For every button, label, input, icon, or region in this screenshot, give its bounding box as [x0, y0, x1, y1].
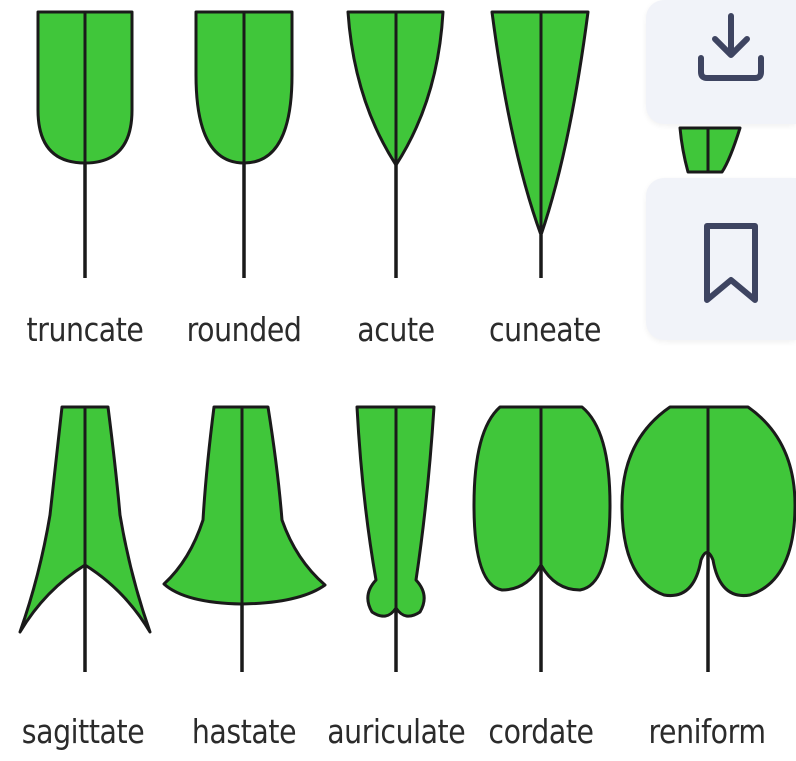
leaf-reniform [622, 407, 795, 672]
download-button[interactable] [646, 0, 796, 124]
label-cuneate: cuneate [476, 310, 614, 349]
leaf-hidden-obtuse [680, 128, 740, 172]
download-icon [693, 8, 769, 84]
leaf-acute [348, 12, 443, 278]
leaf-cordate [474, 407, 610, 672]
leaf-truncate [38, 12, 132, 278]
leaf-auriculate [357, 407, 434, 672]
leaf-cuneate [492, 12, 588, 278]
label-acute: acute [327, 310, 465, 349]
bookmark-button[interactable] [646, 178, 796, 340]
leaf-sagittate [20, 407, 150, 672]
leaf-hastate [164, 407, 325, 672]
label-auriculate: auriculate [327, 712, 465, 751]
label-truncate: truncate [16, 310, 154, 349]
leaf-rounded [196, 12, 292, 278]
label-reniform: reniform [638, 712, 776, 751]
label-hastate: hastate [175, 712, 313, 751]
label-sagittate: sagittate [14, 712, 152, 751]
label-cordate: cordate [472, 712, 610, 751]
bookmark-icon [693, 218, 769, 308]
label-rounded: rounded [175, 310, 313, 349]
